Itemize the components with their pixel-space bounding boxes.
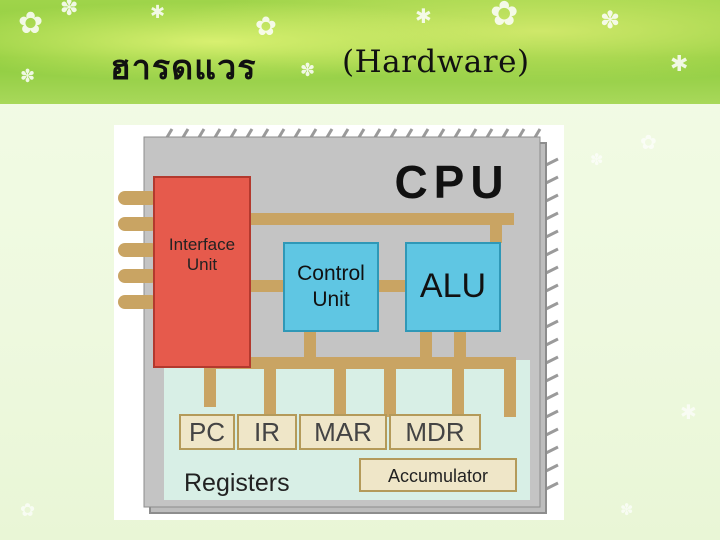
control-unit-block (283, 242, 379, 332)
flower-decoration-icon: ✱ (415, 4, 432, 28)
flower-decoration-icon: ✱ (670, 52, 689, 77)
data-bus (204, 213, 516, 417)
page-title-thai: ฮารดแวร (110, 48, 257, 88)
flower-decoration-icon: ✿ (255, 12, 277, 42)
flower-decoration-icon: ✿ (20, 500, 36, 521)
page-title-english: (Hardware) (342, 44, 530, 80)
flower-decoration-icon: ✱ (680, 400, 697, 424)
interface-unit-label: Interface Unit (168, 235, 236, 274)
alu-block (405, 242, 501, 332)
flower-decoration-icon: ✽ (300, 60, 316, 81)
accumulator-box (359, 458, 517, 492)
flower-decoration-icon: ✽ (20, 66, 36, 87)
register-ir-label: IR (254, 417, 280, 447)
cpu-diagram: CPU Interface Unit Control Unit ALU PC I… (114, 125, 564, 520)
flower-decoration-icon: ✽ (590, 150, 604, 169)
register-box-mdr (389, 414, 481, 450)
header-banner: ✿ ✽ ✱ ✿ ✽ ✱ ✿ ✽ ✱ ✽ ฮารดแวร (Hardware) (0, 0, 720, 104)
flower-decoration-icon: ✿ (640, 130, 657, 154)
interface-unit-block (153, 176, 251, 368)
accumulator-label: Accumulator (387, 466, 489, 486)
right-pins (545, 157, 559, 491)
register-mdr-label: MDR (405, 417, 465, 447)
register-box-pc (179, 414, 235, 450)
register-box-ir (237, 414, 297, 450)
cpu-label: CPU (394, 156, 510, 208)
flower-decoration-icon: ✿ (18, 6, 44, 41)
register-mar-label: MAR (314, 417, 372, 447)
control-unit-label: Control Unit (297, 262, 365, 312)
alu-label: ALU (419, 267, 487, 305)
flower-decoration-icon: ✿ (490, 0, 519, 34)
flower-decoration-icon: ✽ (60, 0, 79, 21)
flower-decoration-icon: ✽ (600, 6, 621, 34)
register-pc-label: PC (188, 417, 226, 447)
registers-label: Registers (184, 469, 290, 497)
cpu-diagram-graphic (114, 125, 564, 520)
flower-decoration-icon: ✽ (620, 500, 634, 519)
flower-decoration-icon: ✱ (150, 2, 166, 23)
register-box-mar (299, 414, 387, 450)
interface-pins (118, 191, 158, 309)
